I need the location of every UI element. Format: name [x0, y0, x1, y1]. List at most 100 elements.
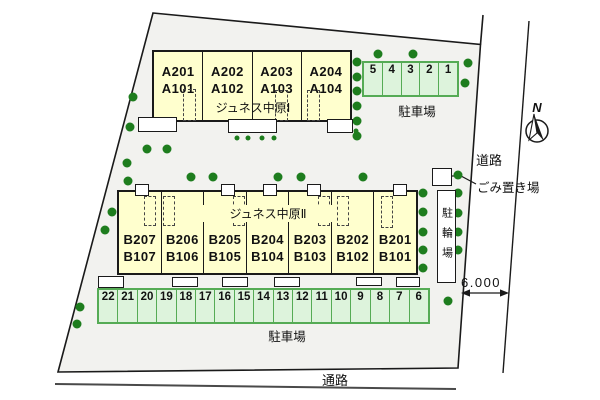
parking-stall-17: 17 — [195, 290, 214, 322]
building-2-name-label: ジュネス中原Ⅱ — [203, 205, 333, 222]
tree-marker — [271, 135, 277, 141]
staircase-outline — [307, 90, 320, 121]
tree-marker — [460, 78, 470, 88]
tree-marker — [453, 188, 463, 198]
tree-marker — [296, 172, 306, 182]
parking-stall-6: 6 — [408, 290, 428, 322]
unit-number-label: A203 — [260, 64, 293, 79]
parking-stall-22: 22 — [101, 291, 115, 303]
parking-bottom-label: 駐車場 — [268, 330, 306, 344]
entrance-alcove — [135, 184, 149, 196]
parking-stall-2: 2 — [419, 63, 438, 95]
garbage-area-box — [432, 168, 452, 186]
unit-number-label: B103 — [293, 249, 327, 264]
tree-marker — [186, 172, 196, 182]
tree-marker — [408, 49, 418, 59]
tree-marker — [259, 135, 265, 141]
unit-number-label: A202 — [211, 64, 244, 79]
entrance-porch — [138, 117, 177, 132]
unit-number-label: B202 — [336, 232, 370, 247]
parking-stall-14: 14 — [253, 290, 272, 322]
bicycle-parking-label: 駐輪場 — [440, 206, 453, 267]
entrance-alcove — [263, 184, 277, 196]
tree-marker — [352, 72, 362, 82]
tree-marker — [453, 245, 463, 255]
tree-marker — [353, 128, 359, 134]
entrance-alcove — [221, 184, 235, 196]
tree-marker — [453, 170, 463, 180]
parking-stall-7: 7 — [389, 290, 408, 322]
tree-marker — [453, 227, 463, 237]
tree-marker — [234, 135, 240, 141]
parking-stall-5: 5 — [369, 64, 377, 76]
unit-number-label: A104 — [309, 81, 343, 96]
tree-marker — [463, 58, 473, 68]
tree-marker — [418, 227, 428, 237]
garbage-area-label: ごみ置き場 — [477, 181, 540, 195]
staircase-outline — [275, 90, 288, 121]
tree-marker — [107, 207, 117, 217]
parking-stall-20: 20 — [136, 290, 156, 322]
tree-marker — [100, 225, 110, 235]
tree-marker — [122, 158, 132, 168]
dimension-arrow — [461, 289, 509, 297]
tree-marker — [208, 172, 218, 182]
road-bottom-label: 通路 — [322, 373, 349, 388]
bicycle-parking-box: 駐輪場 — [437, 190, 456, 283]
entrance-porch — [274, 277, 300, 287]
unit-number-label: A204 — [309, 64, 343, 79]
tree-marker — [352, 116, 362, 126]
entrance-porch — [98, 276, 124, 288]
unit-number-label: A102 — [211, 81, 244, 96]
tree-marker — [245, 135, 251, 141]
unit-number-label: A103 — [260, 81, 293, 96]
tree-marker — [352, 57, 362, 67]
unit-number-label: B107 — [123, 249, 157, 264]
entrance-porch — [356, 277, 382, 286]
road-width-dimension-label: 6.000 — [461, 275, 502, 290]
tree-marker — [418, 245, 428, 255]
unit-number-label: B201 — [378, 232, 412, 247]
tree-marker — [125, 122, 135, 132]
staircase-outline — [163, 196, 175, 226]
tree-marker — [453, 208, 463, 218]
tree-marker — [273, 172, 283, 182]
parking-stall-19: 19 — [156, 290, 175, 322]
tree-marker — [72, 319, 82, 329]
parking-top-label: 駐車場 — [398, 105, 436, 119]
unit-number-label: B207 — [123, 232, 157, 247]
road-right-edge-line — [502, 20, 530, 374]
parking-stall-13: 13 — [272, 290, 292, 322]
unit-number-label: B106 — [166, 249, 199, 264]
parking-stall-18: 18 — [175, 290, 195, 322]
parking-stall-9: 9 — [350, 290, 369, 322]
unit-number-label: B204 — [251, 232, 284, 247]
parking-stall-11: 11 — [311, 290, 330, 322]
tree-marker — [352, 86, 362, 96]
compass-icon — [525, 113, 549, 143]
parking-stall-3: 3 — [400, 63, 420, 95]
parking-stall-12: 12 — [292, 290, 311, 322]
entrance-porch — [228, 119, 277, 133]
tree-marker — [162, 144, 172, 154]
unit-number-label: A201 — [161, 64, 195, 79]
tree-marker — [418, 207, 428, 217]
unit-number-label: B105 — [208, 249, 242, 264]
parking-stall-21: 21 — [117, 290, 136, 322]
entrance-porch — [327, 119, 353, 133]
tree-marker — [352, 101, 362, 111]
